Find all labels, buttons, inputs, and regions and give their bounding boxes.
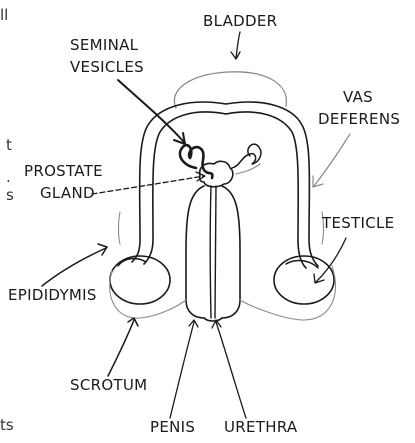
label-prostate-gland-line1: PROSTATE bbox=[24, 162, 103, 180]
leader-vas-deferens bbox=[313, 134, 350, 187]
testicle-right bbox=[274, 256, 334, 304]
label-vas-deferens-line1: VAS bbox=[343, 88, 373, 106]
label-epididymis: EPIDIDYMIS bbox=[8, 286, 97, 304]
edge-text-bottom: ts bbox=[0, 416, 14, 434]
label-prostate-gland-line2: GLAND bbox=[40, 184, 95, 202]
testicle-left bbox=[110, 256, 170, 304]
edge-text-top-left: ll bbox=[0, 6, 8, 24]
label-seminal-vesicles-line1: SEMINAL bbox=[70, 36, 139, 54]
label-testicle: TESTICLE bbox=[321, 214, 394, 232]
label-vas-deferens-line2: DEFERENS bbox=[318, 110, 400, 128]
edge-text-mid-3: s bbox=[6, 186, 14, 204]
leader-bladder bbox=[231, 32, 240, 59]
label-penis: PENIS bbox=[150, 418, 195, 436]
leader-epididymis bbox=[42, 244, 107, 286]
urethra-line bbox=[210, 186, 216, 318]
leader-penis bbox=[170, 320, 198, 418]
seminal-vesicle-right-fill bbox=[236, 164, 260, 174]
leader-urethra bbox=[212, 320, 246, 418]
edge-text-mid-2: . bbox=[6, 168, 11, 186]
label-seminal-vesicles-line2: VESICLES bbox=[70, 58, 144, 76]
leader-prostate-gland bbox=[92, 172, 205, 194]
seminal-vesicle-left bbox=[180, 145, 212, 178]
label-bladder: BLADDER bbox=[203, 12, 277, 30]
seminal-vesicle-right bbox=[232, 144, 261, 168]
leader-testicle bbox=[314, 238, 346, 283]
leader-seminal-vesicles bbox=[118, 80, 185, 144]
penis-shape bbox=[186, 186, 240, 321]
edge-text-mid-1: t bbox=[6, 136, 12, 154]
vas-deferens-left bbox=[132, 102, 226, 264]
label-scrotum: SCROTUM bbox=[70, 376, 147, 394]
leader-scrotum bbox=[108, 318, 138, 376]
prostate-gland-shape bbox=[200, 161, 233, 186]
label-urethra: URETHRA bbox=[224, 418, 298, 436]
